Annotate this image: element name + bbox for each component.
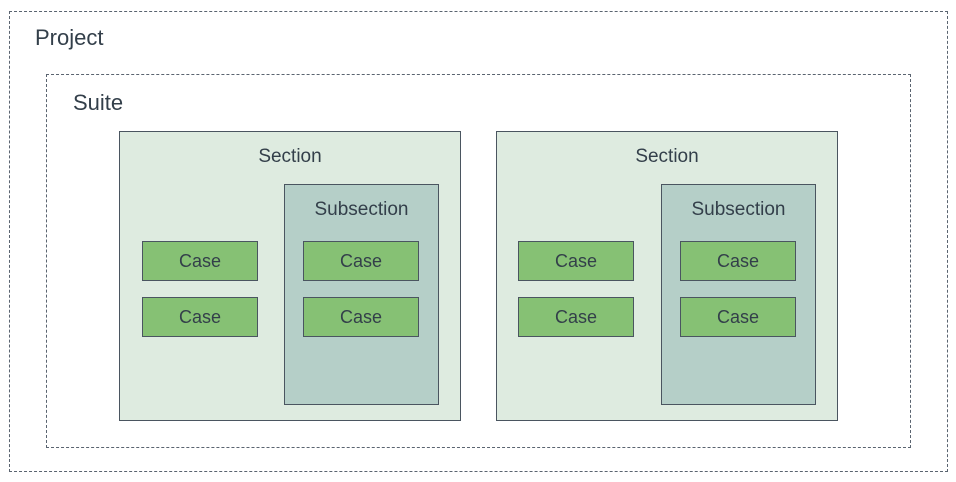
- case-label: Case: [716, 250, 760, 271]
- case-box: Case: [518, 241, 634, 281]
- case-box: Case: [518, 297, 634, 337]
- case-box: Case: [680, 297, 796, 337]
- subsection-box: [284, 184, 439, 405]
- case-box: Case: [142, 241, 258, 281]
- section-label: Section: [258, 146, 322, 167]
- case-box: Case: [303, 241, 419, 281]
- subsection-label: Subsection: [691, 199, 786, 220]
- case-box: Case: [680, 241, 796, 281]
- project-container: [9, 11, 948, 472]
- case-label: Case: [339, 306, 383, 327]
- case-box: Case: [303, 297, 419, 337]
- case-label: Case: [339, 250, 383, 271]
- case-label: Case: [178, 250, 222, 271]
- suite-label: Suite: [73, 90, 124, 115]
- section-label: Section: [635, 146, 699, 167]
- case-label: Case: [554, 306, 598, 327]
- subsection-box: [661, 184, 816, 405]
- case-label: Case: [716, 306, 760, 327]
- case-label: Case: [554, 250, 598, 271]
- case-label: Case: [178, 306, 222, 327]
- subsection-label: Subsection: [314, 199, 409, 220]
- suite-container: [46, 74, 911, 448]
- case-box: Case: [142, 297, 258, 337]
- project-label: Project: [35, 25, 104, 50]
